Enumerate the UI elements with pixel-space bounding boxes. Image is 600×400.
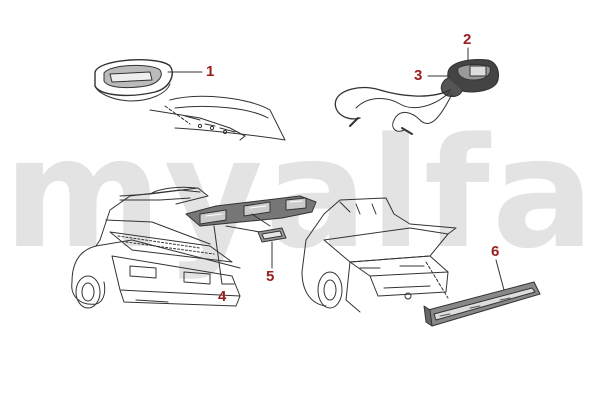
callout-4: 4	[218, 288, 227, 305]
car-convertible	[301, 197, 457, 313]
part-5-lens	[257, 227, 287, 269]
part-6-reflector-strip	[423, 259, 541, 327]
watermark-text: myalfa	[3, 105, 597, 282]
part-1-roof-lamp	[94, 59, 286, 141]
callout-3: 3	[414, 67, 423, 84]
callout-1: 1	[206, 63, 215, 80]
callout-2: 2	[463, 31, 472, 48]
callout-5: 5	[266, 268, 275, 285]
part-4-lamp-housing	[185, 195, 317, 285]
car-open-trunk	[71, 186, 241, 309]
callout-6: 6	[491, 243, 500, 260]
part-2-3-lamp-harness	[334, 59, 499, 135]
